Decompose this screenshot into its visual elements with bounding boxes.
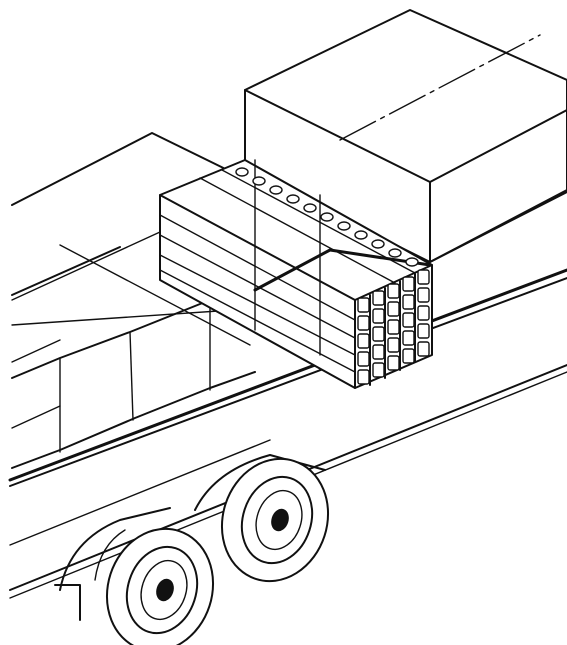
wheels bbox=[54, 454, 330, 645]
right-block-centerline bbox=[339, 34, 541, 141]
fender-rear bbox=[194, 454, 326, 511]
crate-top-bump bbox=[286, 194, 300, 204]
crate-top-slat-1 bbox=[199, 177, 396, 284]
crate-end-piece bbox=[357, 333, 370, 349]
crate-end-piece bbox=[372, 344, 385, 360]
fender-front bbox=[59, 507, 171, 591]
rear-wheel-hubcap bbox=[271, 508, 289, 532]
right-block-bottom-edge bbox=[429, 191, 567, 263]
crate-end-piece bbox=[387, 337, 400, 353]
crate-end-piece bbox=[402, 276, 415, 292]
axle-bracket bbox=[54, 584, 81, 621]
crate-top-slat-2 bbox=[221, 169, 416, 274]
front-wheel-rim bbox=[125, 545, 199, 635]
crate-layer-1 bbox=[159, 214, 356, 321]
crate-end-piece bbox=[402, 312, 415, 328]
left-block-side-1 bbox=[11, 405, 61, 429]
left-block-ridge bbox=[11, 231, 161, 301]
crate-top-bump bbox=[354, 230, 368, 240]
left-block-front-edge bbox=[11, 299, 211, 379]
crate-end-piece bbox=[402, 348, 415, 364]
crate-end-piece bbox=[417, 305, 430, 321]
crate-end-piece bbox=[372, 308, 385, 324]
crate-top-bump bbox=[337, 221, 351, 231]
crate-end-piece bbox=[387, 301, 400, 317]
crate-top-bump bbox=[269, 185, 283, 195]
left-block-face-line bbox=[11, 339, 61, 363]
crate-end-piece bbox=[357, 369, 370, 385]
crate-end-piece bbox=[387, 319, 400, 335]
front-wheel-hubcap bbox=[156, 578, 174, 602]
crate-layer-4 bbox=[159, 269, 356, 373]
cargo-block-right bbox=[244, 9, 567, 263]
crate-top-bump bbox=[235, 167, 249, 177]
crate-end-piece bbox=[357, 315, 370, 331]
crate-end-piece bbox=[372, 326, 385, 342]
crate-top-bump bbox=[405, 257, 419, 267]
rear-wheel bbox=[220, 457, 330, 583]
left-block-strap-2 bbox=[59, 244, 251, 346]
left-block-top-back bbox=[11, 132, 253, 206]
crate-end-piece bbox=[402, 330, 415, 346]
crate-end-piece bbox=[417, 269, 430, 285]
crate-end-piece bbox=[417, 323, 430, 339]
crate-bundle bbox=[159, 159, 433, 389]
deck-side-mid-line bbox=[9, 439, 271, 546]
crate-strap-top bbox=[253, 248, 432, 292]
crate-outline bbox=[159, 159, 433, 389]
crate-layer-3 bbox=[159, 254, 356, 356]
crate-top-bump bbox=[320, 212, 334, 222]
crate-top-bumps bbox=[235, 167, 419, 267]
crate-end-piece bbox=[402, 294, 415, 310]
crate-top-bump bbox=[303, 203, 317, 213]
crate-end-piece bbox=[357, 351, 370, 367]
deck-top-edge-inner bbox=[9, 277, 567, 487]
front-wheel bbox=[105, 527, 215, 645]
crate-top-bump bbox=[371, 239, 385, 249]
crate-end-piece bbox=[387, 283, 400, 299]
crate-end-piece bbox=[417, 341, 430, 357]
crate-top-bump bbox=[388, 248, 402, 258]
crate-end-piece bbox=[387, 355, 400, 371]
front-wheel-tire bbox=[105, 527, 215, 645]
rear-wheel-hub bbox=[255, 489, 303, 551]
crate-end-piece bbox=[417, 287, 430, 303]
crate-layer-2 bbox=[159, 234, 356, 339]
left-block-bottom bbox=[11, 371, 256, 469]
front-wheel-hub bbox=[140, 559, 188, 621]
crate-end-piece bbox=[357, 297, 370, 313]
rear-wheel-rim bbox=[240, 475, 314, 565]
left-block-joint-2 bbox=[129, 331, 134, 421]
crate-top-bump bbox=[252, 176, 266, 186]
crate-end-piece bbox=[372, 362, 385, 378]
front-wheel-back-tire bbox=[94, 529, 126, 581]
crate-end-piece bbox=[372, 290, 385, 306]
left-block-top-front bbox=[11, 246, 121, 296]
deck-top-edge bbox=[8, 268, 567, 482]
